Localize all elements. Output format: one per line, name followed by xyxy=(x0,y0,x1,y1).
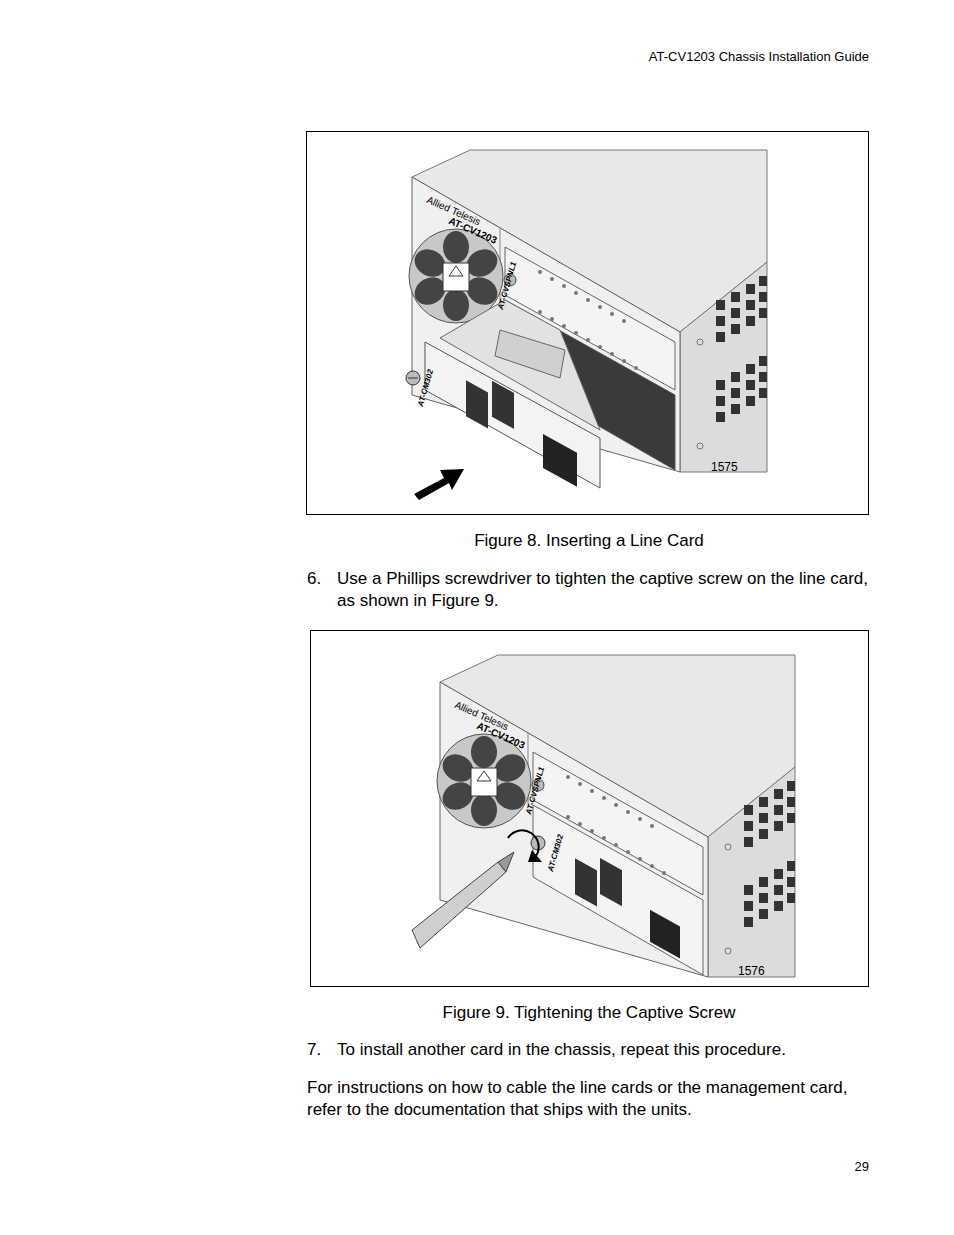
figure-number: 1576 xyxy=(738,964,765,980)
figure-frame: 1576 xyxy=(310,630,869,987)
running-header: AT-CV1203 Chassis Installation Guide xyxy=(649,49,869,66)
figure-frame: 1575 xyxy=(306,131,869,515)
step-text: To install another card in the chassis, … xyxy=(337,1039,869,1061)
step-number: 7. xyxy=(307,1039,321,1061)
step-text: Use a Phillips screwdriver to tighten th… xyxy=(337,568,869,612)
step-number: 6. xyxy=(307,568,321,590)
page-number: 29 xyxy=(855,1159,869,1176)
figure-caption: Figure 8. Inserting a Line Card xyxy=(474,530,704,552)
figure-number: 1575 xyxy=(711,460,738,476)
figure-caption: Figure 9. Tightening the Captive Screw xyxy=(443,1002,736,1024)
chassis-figure-8 xyxy=(406,150,767,500)
chassis-figure-9 xyxy=(437,655,795,977)
body-paragraph: For instructions on how to cable the lin… xyxy=(307,1077,869,1121)
